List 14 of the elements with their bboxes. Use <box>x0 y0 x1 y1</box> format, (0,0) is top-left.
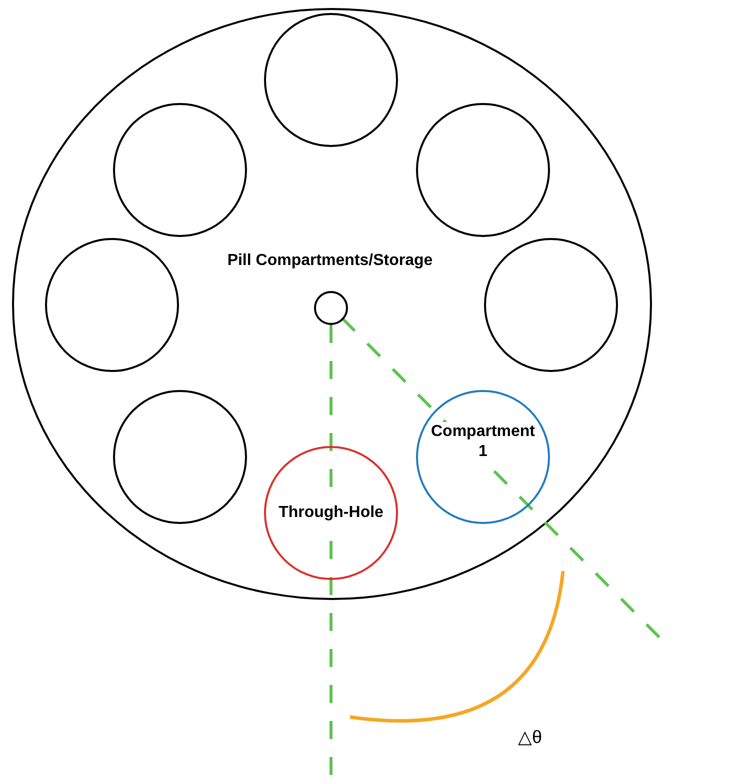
compartment-circle <box>113 390 247 524</box>
compartment-circle <box>484 238 618 372</box>
compartment-circle <box>264 13 398 147</box>
disk-circle <box>12 8 652 600</box>
compartment-circle <box>416 390 550 524</box>
compartment-circle <box>45 238 179 372</box>
compartment-circle <box>113 103 247 237</box>
angle-label: △θ <box>518 726 542 748</box>
hub-circle <box>314 291 348 325</box>
disk-title: Pill Compartments/Storage <box>227 252 433 270</box>
compartment-circle <box>416 103 550 237</box>
through-hole-circle <box>264 446 398 580</box>
circle-label: Compartment 1 <box>428 422 537 462</box>
circle-label: Through-Hole <box>276 503 386 523</box>
